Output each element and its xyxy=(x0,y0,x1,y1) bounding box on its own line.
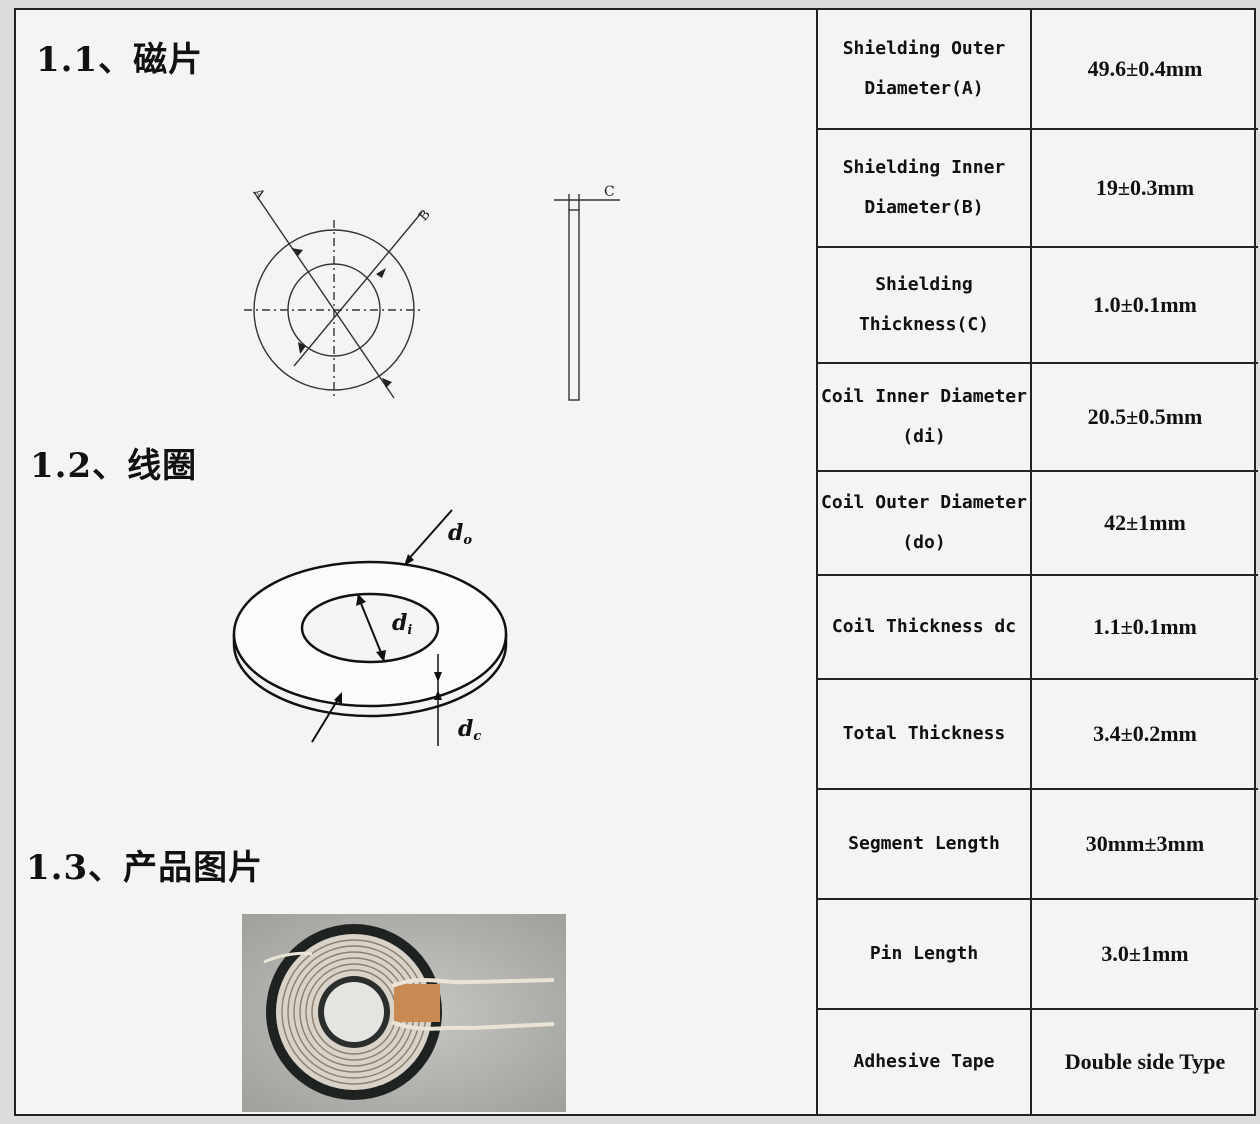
spec-name: Coil Outer Diameter (do) xyxy=(818,472,1032,574)
spec-table: Shielding Outer Diameter(A) 49.6±0.4mm S… xyxy=(816,10,1258,1114)
spec-name: Shielding Outer Diameter(A) xyxy=(818,10,1032,128)
spec-name: Shielding Inner Diameter(B) xyxy=(818,130,1032,246)
spec-value: 3.0±1mm xyxy=(1101,941,1189,966)
spec-name: Coil Inner Diameter (di) xyxy=(818,364,1032,470)
shielding-drawing: A B C xyxy=(244,184,620,401)
drawings-panel: 1.1、磁片 A B C xyxy=(16,10,816,1114)
spec-value: 1.0±0.1mm xyxy=(1093,292,1197,317)
product-photo xyxy=(242,914,566,1112)
table-row: Adhesive Tape Double side Type xyxy=(818,1010,1258,1114)
dimension-line-a xyxy=(253,191,395,399)
label-a: A xyxy=(249,185,268,203)
coil-edge xyxy=(232,634,508,718)
table-row: Shielding Thickness(C) 1.0±0.1mm xyxy=(818,248,1258,364)
table-row: Shielding Inner Diameter(B) 19±0.3mm xyxy=(818,130,1258,248)
table-row: Coil Inner Diameter (di) 20.5±0.5mm xyxy=(818,364,1258,472)
spec-value: 19±0.3mm xyxy=(1095,175,1195,200)
table-row: Coil Outer Diameter (do) 42±1mm xyxy=(818,472,1258,576)
spec-name: Total Thickness xyxy=(818,680,1032,788)
spec-name: Adhesive Tape xyxy=(818,1010,1032,1114)
table-row: Coil Thickness dc 1.1±0.1mm xyxy=(818,576,1258,680)
spec-value: Double side Type xyxy=(1064,1049,1226,1074)
section-heading-shielding: 1.1、磁片 xyxy=(36,40,204,80)
label-c: C xyxy=(604,184,615,200)
spec-name: Pin Length xyxy=(818,900,1032,1008)
dimension-line-b xyxy=(293,211,423,367)
label-di: di xyxy=(392,610,412,638)
spec-value: 20.5±0.5mm xyxy=(1087,404,1203,429)
spec-value: 49.6±0.4mm xyxy=(1087,56,1203,81)
label-do: do xyxy=(448,520,472,548)
spec-value: 30mm±3mm xyxy=(1085,831,1205,856)
spec-name: Shielding Thickness(C) xyxy=(818,248,1032,362)
spec-sheet: 1.1、磁片 A B C xyxy=(14,8,1258,1116)
spec-value: 1.1±0.1mm xyxy=(1093,614,1197,639)
spec-name: Segment Length xyxy=(818,790,1032,898)
spec-value: 3.4±0.2mm xyxy=(1093,721,1197,746)
spec-name: Coil Thickness dc xyxy=(818,576,1032,678)
table-row: Segment Length 30mm±3mm xyxy=(818,790,1258,900)
label-b: B xyxy=(416,207,434,224)
label-dc: dc xyxy=(458,716,481,744)
table-row: Shielding Outer Diameter(A) 49.6±0.4mm xyxy=(818,10,1258,130)
section-heading-product-photo: 1.3、产品图片 xyxy=(26,848,264,888)
shielding-side-view xyxy=(568,209,580,401)
coil-drawing: do di dc xyxy=(232,509,508,746)
spec-value: 42±1mm xyxy=(1104,510,1186,535)
section-heading-coil: 1.2、线圈 xyxy=(30,446,198,486)
table-row: Pin Length 3.0±1mm xyxy=(818,900,1258,1010)
table-row: Total Thickness 3.4±0.2mm xyxy=(818,680,1258,790)
